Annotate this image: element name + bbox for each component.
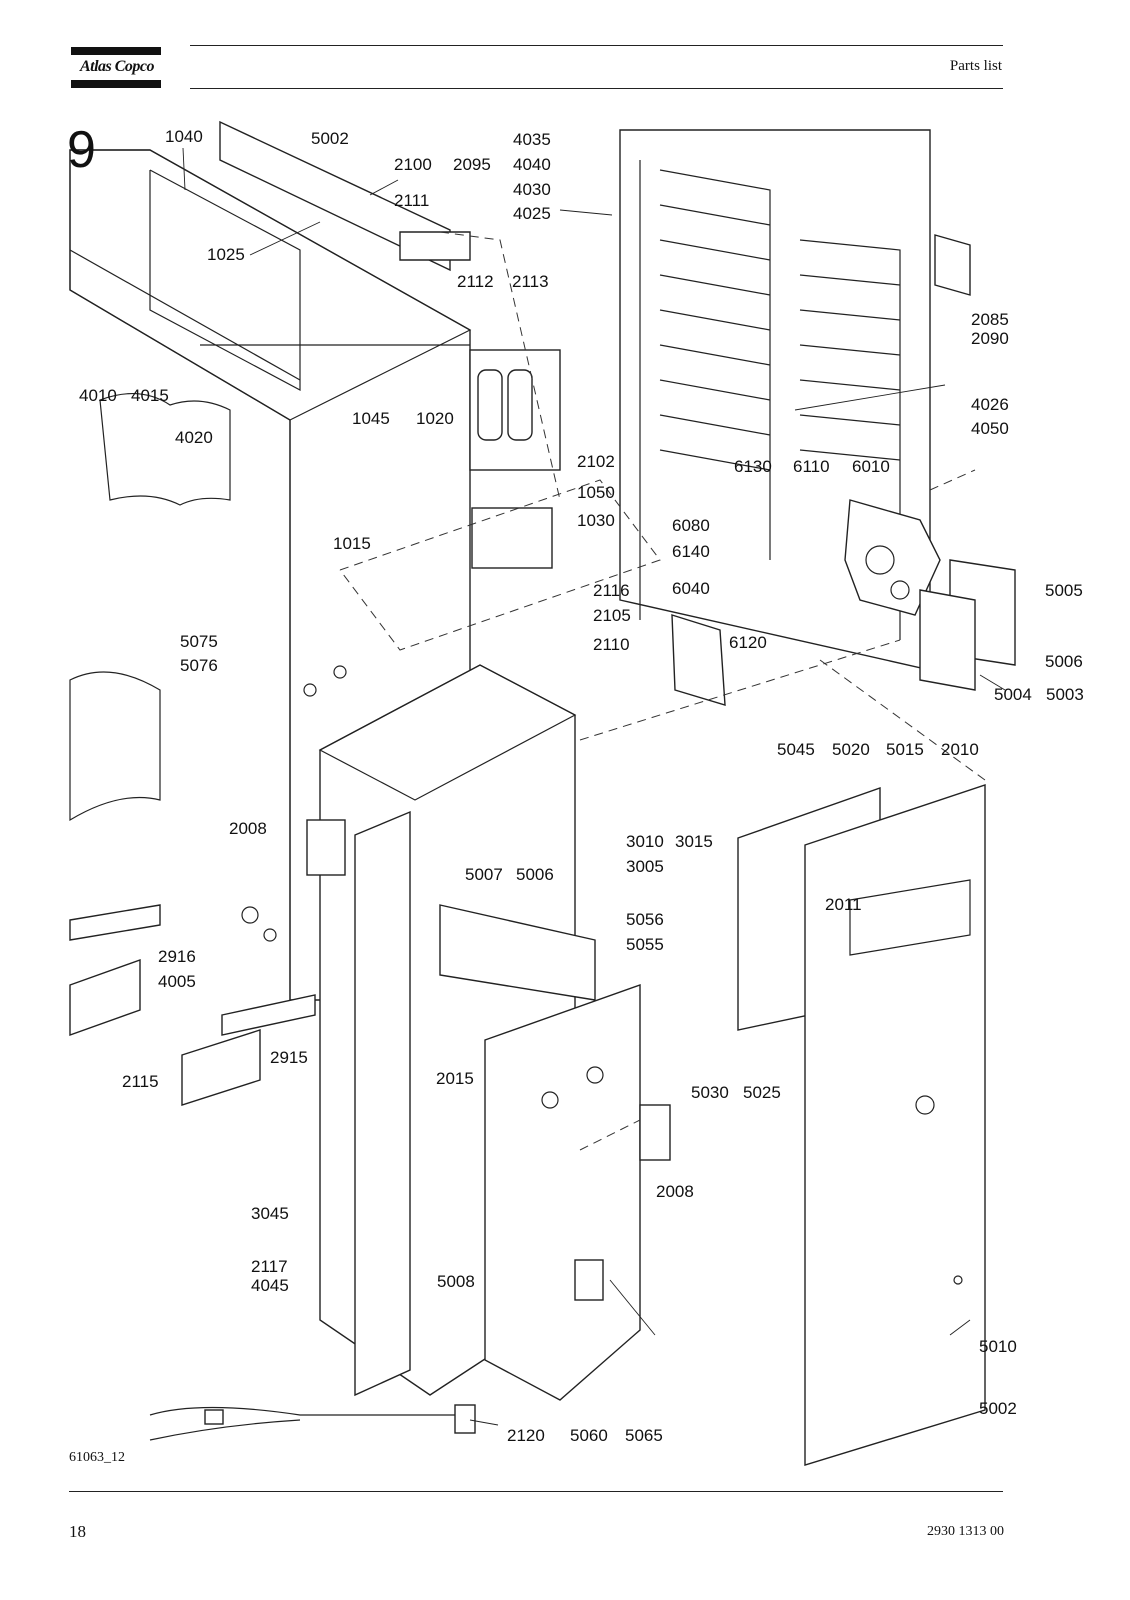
callout-1040: 1040 <box>165 127 203 146</box>
assembly-lines <box>339 231 986 1151</box>
top-rail <box>219 120 471 272</box>
callout-5075: 5075 <box>180 632 218 651</box>
callout-2008: 2008 <box>229 819 267 838</box>
callout-6110: 6110 <box>793 457 830 476</box>
callout-6130: 6130 <box>734 457 772 476</box>
callout-5030: 5030 <box>691 1083 729 1102</box>
callout-2105: 2105 <box>593 606 631 625</box>
callout-4015: 4015 <box>131 386 169 405</box>
callout-5025: 5025 <box>743 1083 781 1102</box>
callout-5045: 5045 <box>777 740 815 759</box>
callout-6140: 6140 <box>672 542 710 561</box>
gland-plate <box>671 499 1016 706</box>
callout-5060: 5060 <box>570 1426 608 1445</box>
cable-harness <box>149 1404 476 1441</box>
callout-4026: 4026 <box>971 395 1009 414</box>
callout-2010: 2010 <box>941 740 979 759</box>
callout-1045: 1045 <box>352 409 390 428</box>
callout-6040: 6040 <box>672 579 710 598</box>
callout-5056: 5056 <box>626 910 664 929</box>
figure-number: 9 <box>67 121 96 179</box>
callout-5015: 5015 <box>886 740 924 759</box>
callout-4050: 4050 <box>971 419 1009 438</box>
callout-5008: 5008 <box>437 1272 475 1291</box>
callout-2112: 2112 <box>457 272 494 291</box>
callout-2110: 2110 <box>593 635 630 654</box>
callout-5002: 5002 <box>311 129 349 148</box>
header-rule-top <box>190 45 1003 46</box>
callout-1050: 1050 <box>577 483 615 502</box>
callout-4025: 4025 <box>513 204 551 223</box>
callout-4040: 4040 <box>513 155 551 174</box>
callout-1030: 1030 <box>577 511 615 530</box>
callout-6080: 6080 <box>672 516 710 535</box>
callout-5002: 5002 <box>979 1399 1017 1418</box>
callout-5010: 5010 <box>979 1337 1017 1356</box>
callout-3015: 3015 <box>675 832 713 851</box>
callout-4035: 4035 <box>513 130 551 149</box>
callout-4045: 4045 <box>251 1276 289 1295</box>
callout-3005: 3005 <box>626 857 664 876</box>
callout-2090: 2090 <box>971 329 1009 348</box>
callout-4005: 4005 <box>158 972 196 991</box>
callout-5005: 5005 <box>1045 581 1083 600</box>
callout-2120: 2120 <box>507 1426 545 1445</box>
callout-2085: 2085 <box>971 310 1009 329</box>
logo-bottom-bar <box>71 80 161 88</box>
callout-4030: 4030 <box>513 180 551 199</box>
header-rule-bottom <box>190 88 1003 89</box>
callout-2116: 2116 <box>593 581 630 600</box>
callout-5004: 5004 <box>994 685 1032 704</box>
callout-5055: 5055 <box>626 935 664 954</box>
callout-5006: 5006 <box>1045 652 1083 671</box>
callout-6010: 6010 <box>852 457 890 476</box>
transformer-assembly <box>469 349 561 569</box>
callout-2115: 2115 <box>122 1072 159 1091</box>
detail-cutouts <box>69 392 231 822</box>
door-panel <box>737 784 986 1466</box>
callout-1020: 1020 <box>416 409 454 428</box>
section-title: Parts list <box>949 58 1002 74</box>
callout-2095: 2095 <box>453 155 491 174</box>
callout-6120: 6120 <box>729 633 767 652</box>
skid-parts <box>69 904 316 1106</box>
callout-2102: 2102 <box>577 452 615 471</box>
footer-rule <box>69 1491 1003 1492</box>
figure-reference: 61063_12 <box>69 1450 125 1465</box>
callout-2117: 2117 <box>251 1257 288 1276</box>
callout-1025: 1025 <box>207 245 245 264</box>
callout-2915: 2915 <box>270 1048 308 1067</box>
callout-5076: 5076 <box>180 656 218 675</box>
control-cabinet <box>306 664 671 1401</box>
callout-2111: 2111 <box>394 191 430 210</box>
callout-5065: 5065 <box>625 1426 663 1445</box>
callout-2100: 2100 <box>394 155 432 174</box>
callout-4020: 4020 <box>175 428 213 447</box>
callout-5007: 5007 <box>465 865 503 884</box>
callout-2008: 2008 <box>656 1182 694 1201</box>
document-number: 2930 1313 00 <box>927 1524 1004 1539</box>
callout-2113: 2113 <box>512 272 549 291</box>
callout-5003: 5003 <box>1046 685 1084 704</box>
callout-5020: 5020 <box>832 740 870 759</box>
callout-2011: 2011 <box>825 895 862 914</box>
callout-2015: 2015 <box>436 1069 474 1088</box>
logo-top-bar <box>71 47 161 55</box>
page-number: 18 <box>69 1522 86 1541</box>
leader-lines <box>182 147 1006 1426</box>
callout-4010: 4010 <box>79 386 117 405</box>
atlas-copco-logo: Atlas Copco <box>79 58 155 75</box>
callout-3010: 3010 <box>626 832 664 851</box>
callout-1015: 1015 <box>333 534 371 553</box>
callout-3045: 3045 <box>251 1204 289 1223</box>
callout-5006: 5006 <box>516 865 554 884</box>
callout-2916: 2916 <box>158 947 196 966</box>
